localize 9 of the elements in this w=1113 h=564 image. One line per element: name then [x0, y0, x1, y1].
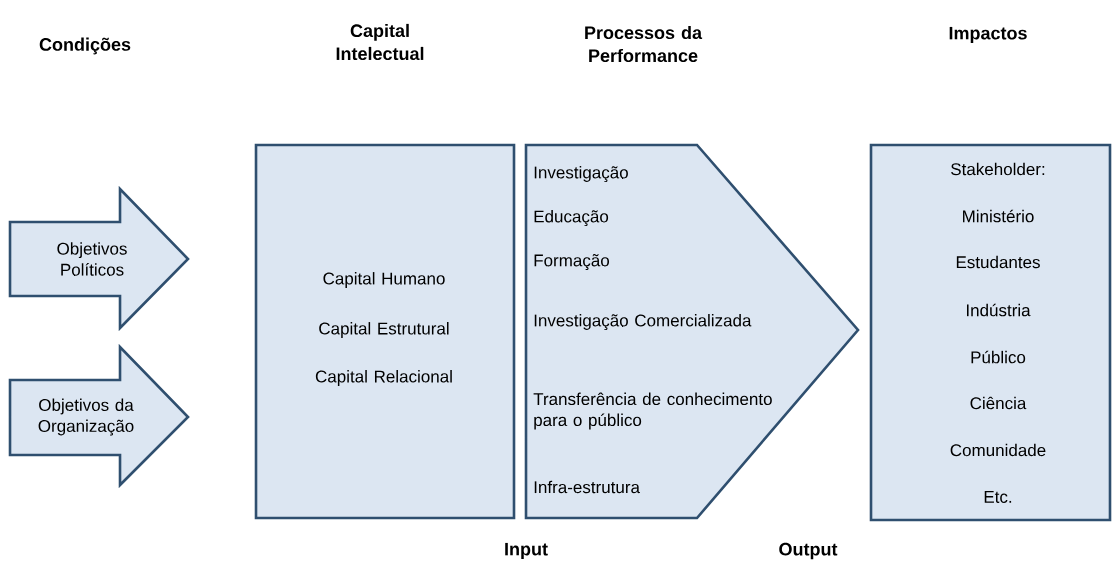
column-heading: Input — [505, 542, 548, 560]
column-heading: Impactos — [949, 26, 1027, 44]
process-box: Investigação Educação Formação Investigação Comercializada Transferência de conhecimento para o público Infra-estrutura — [524, 143, 860, 520]
column-heading: Capital Intelectual — [336, 23, 424, 61]
column-heading: Processos da Performance — [585, 25, 703, 63]
column-heading: Output — [779, 542, 838, 560]
process-box: Stakeholder: Ministério Estudantes Indústria Público Ciência Comunidade Etc. — [869, 143, 1112, 522]
column-heading: Condições — [39, 37, 131, 55]
process-box: Capital Humano Capital Estrutural Capital Relacional — [254, 143, 516, 520]
